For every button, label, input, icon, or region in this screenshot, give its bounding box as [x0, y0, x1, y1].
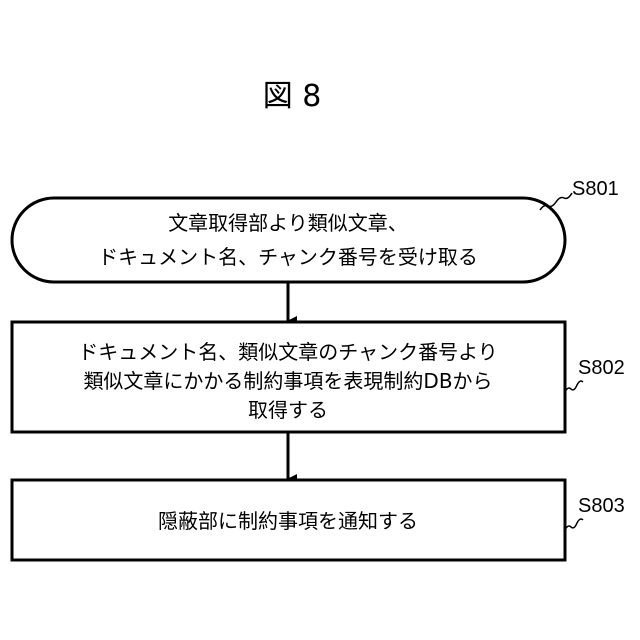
- step-s803-label: S803: [578, 495, 625, 517]
- step-s803: 隠蔽部に制約事項を通知する S803: [12, 480, 625, 560]
- step-s802-label: S802: [578, 357, 625, 379]
- step-s802-line-3: 取得する: [248, 398, 328, 422]
- step-s802: ドキュメント名、類似文章のチャンク番号より 類似文章にかかる制約事項を表現制約D…: [12, 322, 625, 432]
- step-s801-label: S801: [572, 178, 619, 200]
- step-s801-line-1: 文章取得部より類似文章、: [168, 211, 408, 235]
- step-s802-leader: [565, 381, 583, 392]
- step-s801-line-2: ドキュメント名、チャンク番号を受け取る: [98, 245, 478, 269]
- step-s801: 文章取得部より類似文章、 ドキュメント名、チャンク番号を受け取る S801: [12, 178, 619, 282]
- step-s803-leader: [565, 519, 583, 530]
- figure-title: 図 8: [263, 79, 322, 114]
- step-s802-line-2: 類似文章にかかる制約事項を表現制約DBから: [83, 369, 492, 393]
- step-s803-line-1: 隠蔽部に制約事項を通知する: [158, 509, 418, 533]
- step-s802-line-1: ドキュメント名、類似文章のチャンク番号より: [78, 340, 497, 364]
